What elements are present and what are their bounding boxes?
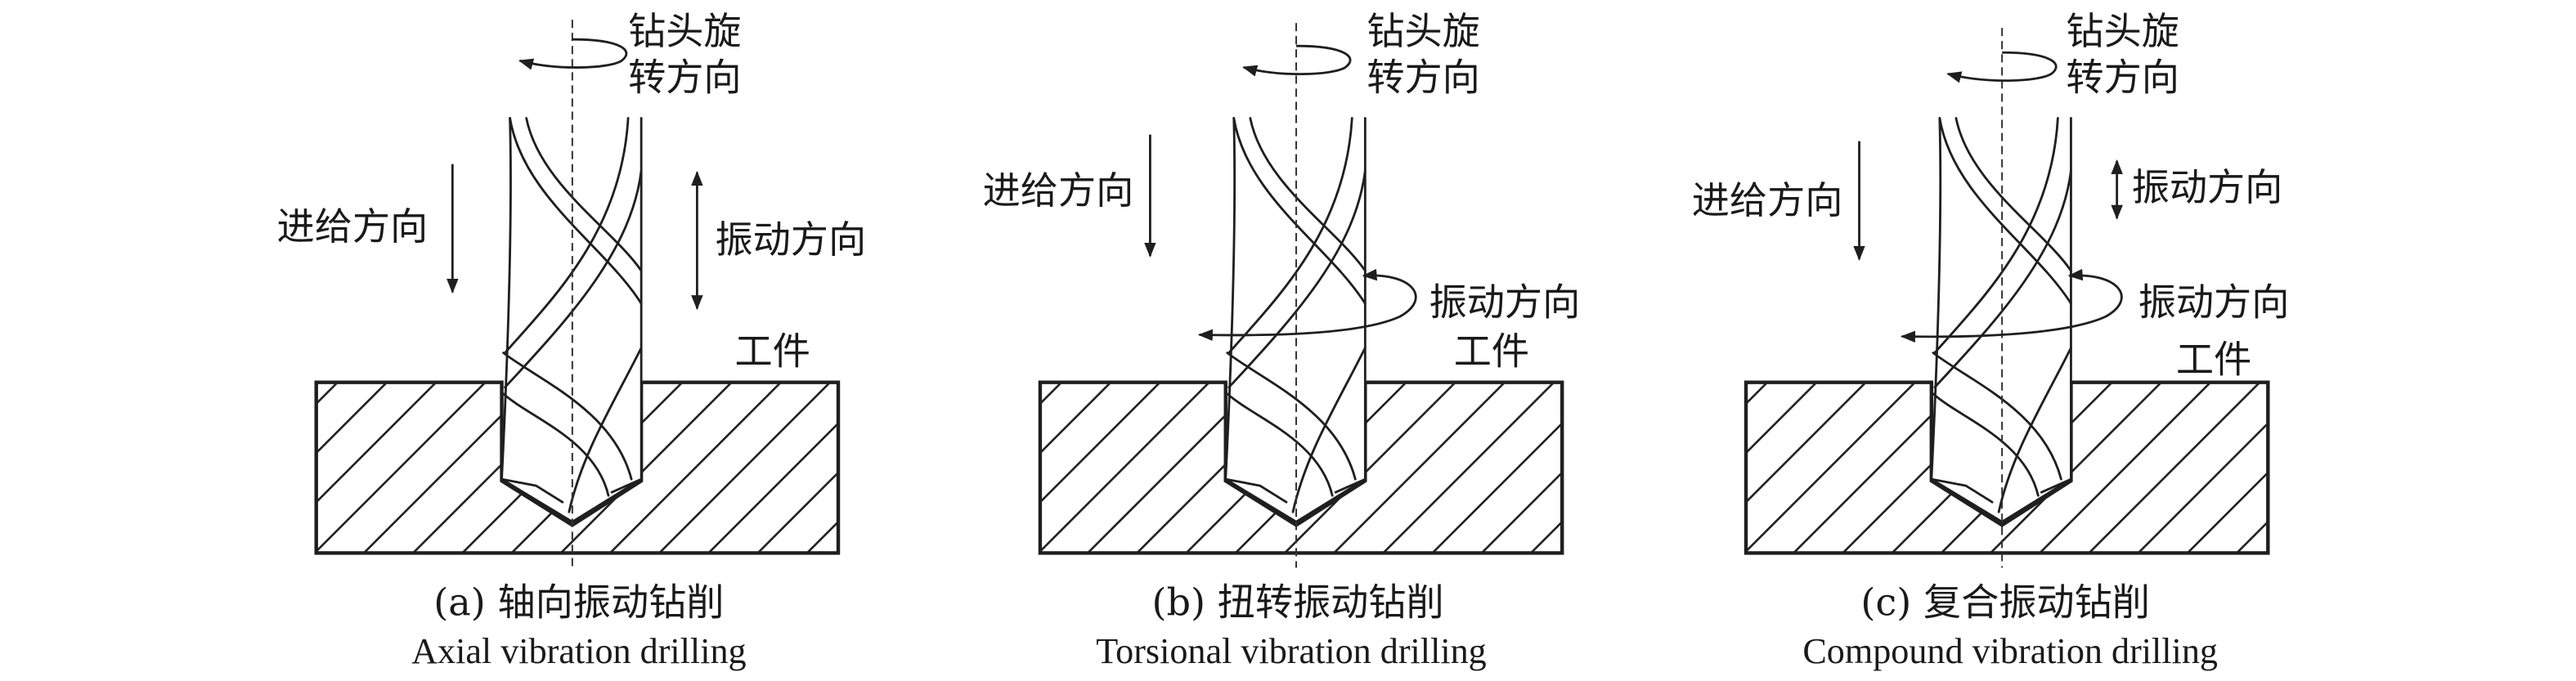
caption-en: Compound vibration drilling bbox=[1802, 631, 2218, 671]
caption-en: Axial vibration drilling bbox=[411, 631, 746, 671]
panel-axial-vibration: 钻头旋 转方向 进给方向 振动方向 工件 (a) 轴向振动钻削 Axial vi… bbox=[277, 9, 867, 671]
rotation-label-line2: 转方向 bbox=[2066, 55, 2179, 99]
torsional-vibration-arrow bbox=[1197, 268, 1417, 342]
workpiece-label: 工件 bbox=[2176, 338, 2251, 382]
caption-cn: (c) 复合振动钻削 bbox=[1860, 580, 2149, 625]
axial-vibration-label: 振动方向 bbox=[2132, 165, 2283, 209]
torsional-vibration-label: 振动方向 bbox=[1429, 280, 1581, 324]
panel-torsional-vibration: 钻头旋 转方向 进给方向 振动方向 工件 (b) 扭转振动钻削 Torsiona… bbox=[983, 9, 1581, 671]
panel-compound-vibration: 钻头旋 转方向 进给方向 振动方向 振动方向 工件 (c) 复合振动钻削 Com… bbox=[1692, 9, 2290, 671]
feed-label: 进给方向 bbox=[277, 204, 429, 249]
torsional-vibration-arrow bbox=[1900, 268, 2123, 343]
rotation-label-line1: 钻头旋 bbox=[2066, 9, 2179, 53]
rotation-label-line2: 转方向 bbox=[628, 55, 741, 99]
caption-cn: (a) 轴向振动钻削 bbox=[433, 580, 724, 625]
rotation-label-line2: 转方向 bbox=[1367, 55, 1479, 99]
rotation-arrow bbox=[1946, 51, 2058, 83]
workpiece-label: 工件 bbox=[735, 329, 810, 374]
rotation-label-line1: 钻头旋 bbox=[1367, 9, 1479, 53]
caption-en: Torsional vibration drilling bbox=[1096, 631, 1486, 671]
feed-label: 进给方向 bbox=[1692, 178, 1843, 222]
torsional-vibration-label: 振动方向 bbox=[2138, 280, 2290, 324]
caption-cn: (b) 扭转振动钻削 bbox=[1151, 580, 1443, 625]
feed-label: 进给方向 bbox=[983, 168, 1134, 213]
axial-vibration-label: 振动方向 bbox=[715, 217, 866, 262]
rotation-arrow bbox=[1242, 44, 1352, 77]
rotation-label-line1: 钻头旋 bbox=[628, 9, 741, 53]
workpiece-label: 工件 bbox=[1454, 329, 1529, 374]
rotation-arrow bbox=[518, 38, 628, 70]
